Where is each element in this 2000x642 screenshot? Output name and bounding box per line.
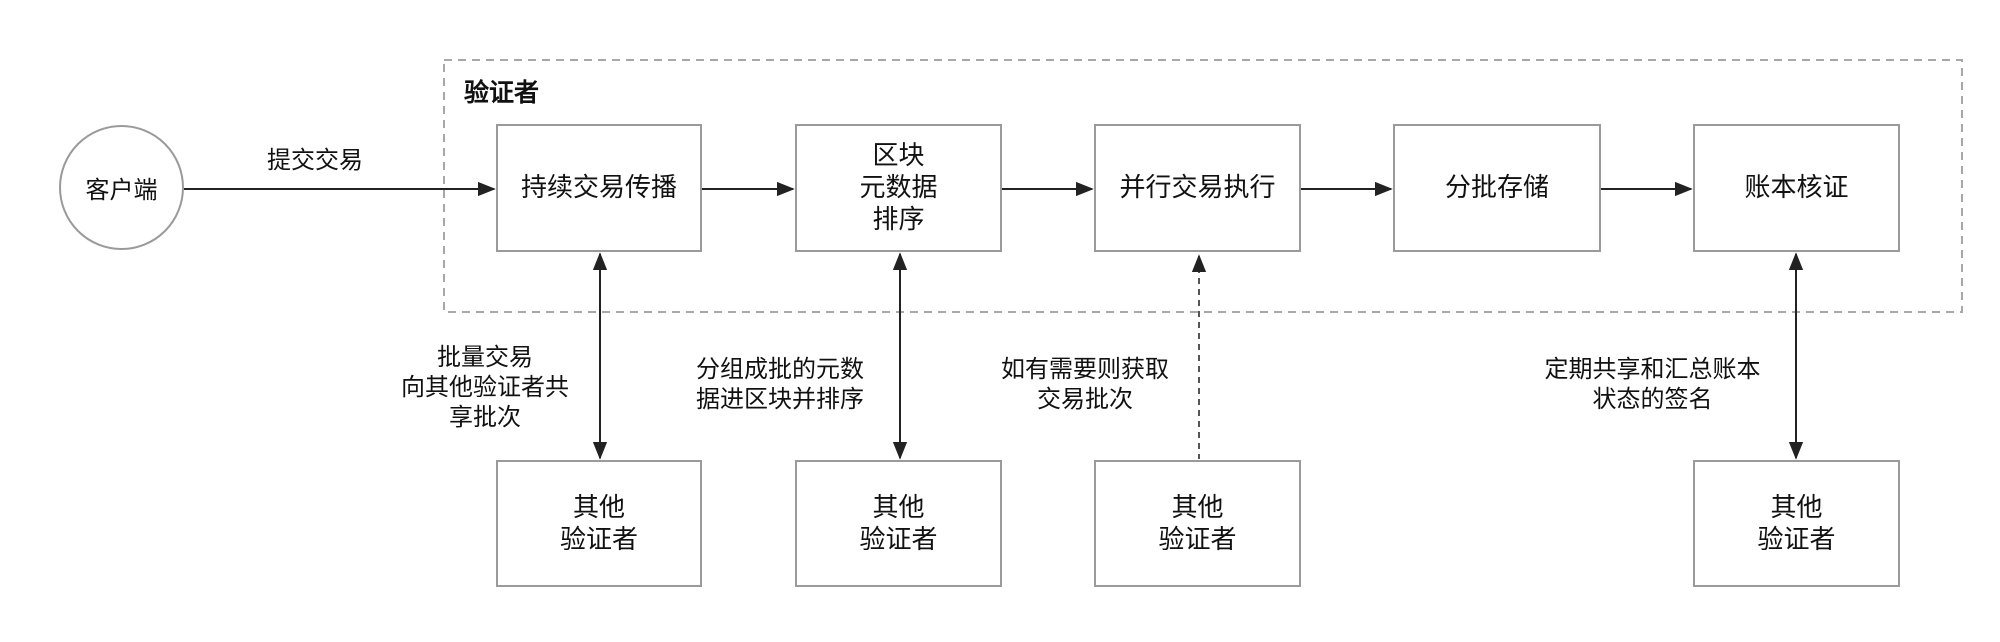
link-label-line: 批量交易 [437,343,533,371]
other-validator-2: 其他 验证者 [795,460,1002,587]
client-label: 客户端 [85,176,158,204]
other-validator-4: 其他 验证者 [1693,460,1900,587]
link-label-line: 交易批次 [1037,385,1133,413]
stage-line: 区块 [872,141,925,171]
other-validator-line: 验证者 [559,524,638,555]
other-validator-1: 其他 验证者 [496,460,702,587]
stage-transaction-propagation: 持续交易传播 [496,124,702,252]
stage-batched-storage: 分批存储 [1393,124,1601,252]
boundary-title: 验证者 [464,78,540,107]
link-label-line: 定期共享和汇总账本 [1544,355,1761,383]
link-label-fetch-batches: 如有需要则获取 交易批次 [975,354,1195,414]
stage-block-metadata-ordering: 区块 元数据 排序 [795,124,1002,252]
stage-line: 元数据 [859,173,938,203]
other-validator-line: 验证者 [1158,524,1237,555]
stage-parallel-execution: 并行交易执行 [1094,124,1301,252]
link-label-line: 如有需要则获取 [1001,355,1169,383]
stage-ledger-certification: 账本核证 [1693,124,1900,252]
other-validator-3: 其他 验证者 [1094,460,1301,587]
link-label-line: 分组成批的元数 [696,355,864,383]
other-validator-line: 其他 [572,492,625,523]
link-label-metadata-ordering: 分组成批的元数 据进区块并排序 [670,354,890,414]
link-label-line: 状态的签名 [1592,385,1713,413]
stage-line: 持续交易传播 [520,173,677,203]
other-validator-line: 验证者 [859,524,938,555]
link-label-batch-sharing: 批量交易 向其他验证者共 享批次 [375,342,595,432]
link-label-line: 享批次 [449,403,521,431]
link-label-line: 据进区块并排序 [696,385,864,413]
stage-line: 账本核证 [1744,173,1849,203]
link-label-line: 向其他验证者共 [401,373,569,401]
other-validator-line: 验证者 [1757,524,1836,555]
link-label-ledger-signatures: 定期共享和汇总账本 状态的签名 [1520,354,1785,414]
other-validator-line: 其他 [872,492,925,523]
other-validator-line: 其他 [1770,492,1823,523]
stage-line: 并行交易执行 [1119,173,1276,203]
submit-transaction-label: 提交交易 [267,146,363,174]
stage-line: 排序 [872,205,925,235]
stage-line: 分批存储 [1444,173,1549,203]
other-validator-line: 其他 [1171,492,1224,523]
validator-boundary [443,59,1963,313]
client-node: 客户端 [59,125,184,250]
